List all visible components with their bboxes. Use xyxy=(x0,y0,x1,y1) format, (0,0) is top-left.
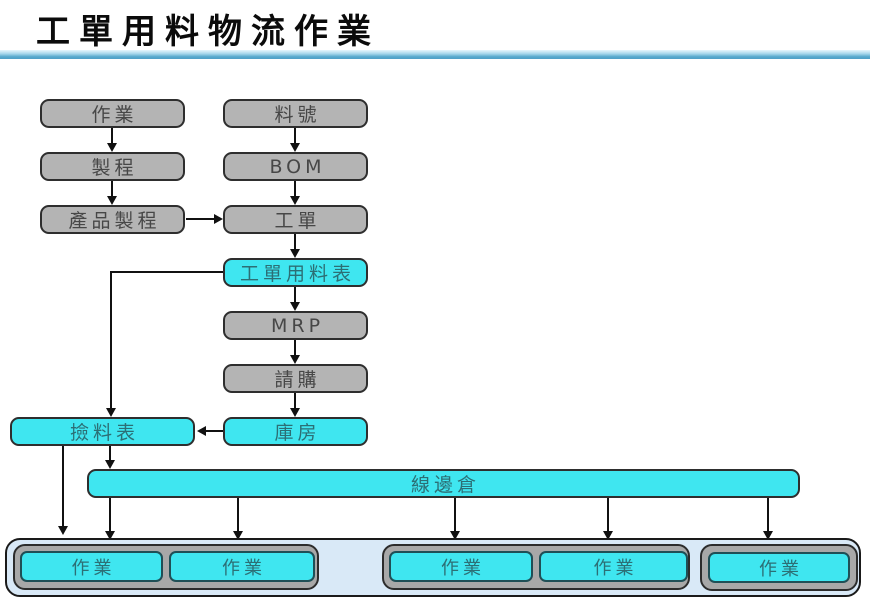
title-divider xyxy=(0,50,870,59)
flow-line xyxy=(454,498,456,531)
arrowhead-left-icon xyxy=(197,426,206,436)
flow-line xyxy=(237,498,239,531)
arrowhead-down-icon xyxy=(290,355,300,364)
flow-line xyxy=(607,498,609,531)
arrowhead-down-icon xyxy=(290,408,300,417)
arrowhead-down-icon xyxy=(290,249,300,258)
arrowhead-down-icon xyxy=(107,196,117,205)
flow-line xyxy=(109,498,111,531)
flow-line xyxy=(294,393,296,408)
flow-line xyxy=(110,271,223,273)
arrowhead-down-icon xyxy=(105,531,115,540)
arrowhead-down-icon xyxy=(233,531,243,540)
flow-line xyxy=(294,234,296,249)
flow-line xyxy=(109,446,111,460)
node-mrp: MRP xyxy=(223,311,368,340)
node-station: 作業 xyxy=(389,551,533,582)
flow-line xyxy=(294,340,296,355)
flow-line xyxy=(206,430,223,432)
arrowhead-down-icon xyxy=(763,531,773,540)
node-warehouse: 庫房 xyxy=(223,417,368,446)
arrowhead-down-icon xyxy=(290,143,300,152)
arrowhead-down-icon xyxy=(106,408,116,417)
arrowhead-down-icon xyxy=(603,531,613,540)
node-line-side-warehouse: 線邊倉 xyxy=(87,469,800,498)
flow-line xyxy=(110,271,112,408)
node-work-order: 工單 xyxy=(223,205,368,234)
arrowhead-down-icon xyxy=(290,196,300,205)
flow-line xyxy=(111,181,113,196)
arrowhead-down-icon xyxy=(290,302,300,311)
arrowhead-down-icon xyxy=(58,526,68,535)
flow-line xyxy=(62,446,64,526)
node-station: 作業 xyxy=(169,551,315,582)
node-station: 作業 xyxy=(539,551,688,582)
flow-line xyxy=(294,181,296,196)
flow-line xyxy=(111,128,113,143)
node-product-process: 產品製程 xyxy=(40,205,185,234)
arrowhead-down-icon xyxy=(450,531,460,540)
node-bom: BOM xyxy=(223,152,368,181)
node-picking-list: 撿料表 xyxy=(10,417,195,446)
node-work-order-material-list: 工單用料表 xyxy=(223,258,368,287)
node-station: 作業 xyxy=(20,551,163,582)
flow-line xyxy=(294,287,296,302)
node-part-number: 料號 xyxy=(223,99,368,128)
flow-line xyxy=(186,218,214,220)
arrowhead-right-icon xyxy=(214,214,223,224)
flow-line xyxy=(767,498,769,531)
arrowhead-down-icon xyxy=(105,460,115,469)
arrowhead-down-icon xyxy=(107,143,117,152)
node-station: 作業 xyxy=(708,552,850,583)
node-operation: 作業 xyxy=(40,99,185,128)
page-title: 工單用料物流作業 xyxy=(36,12,380,52)
node-purchase-requisition: 請購 xyxy=(223,364,368,393)
node-process: 製程 xyxy=(40,152,185,181)
flow-line xyxy=(294,128,296,143)
